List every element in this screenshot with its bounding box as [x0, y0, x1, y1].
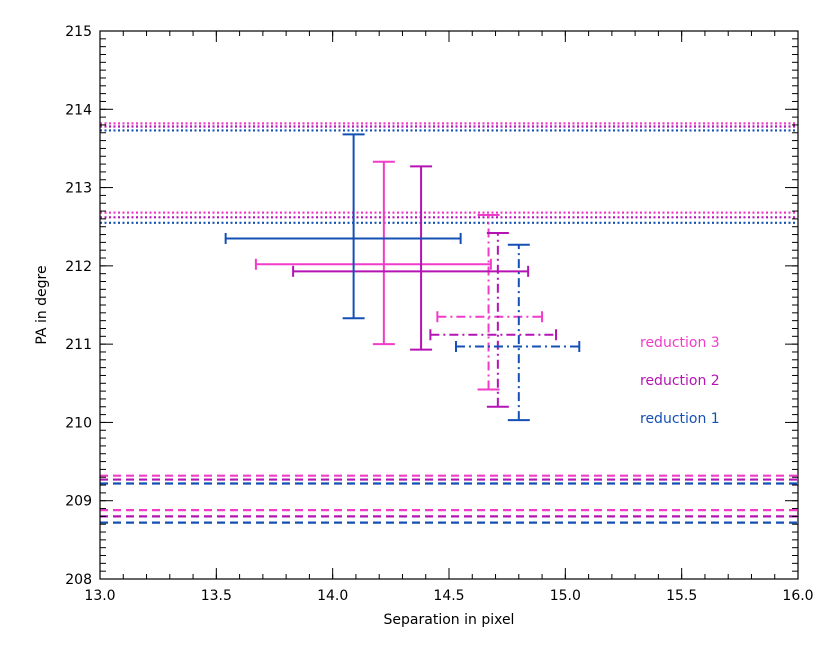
y-tick-label: 214: [65, 102, 92, 118]
legend: reduction 3 reduction 2 reduction 1: [640, 335, 720, 427]
x-tick-label: 14.0: [317, 588, 348, 604]
x-tick-label: 13.0: [84, 588, 115, 604]
error-bars: [224, 133, 581, 422]
reference-lines: [100, 122, 798, 524]
x-tick-label: 15.5: [666, 588, 697, 604]
x-axis-label: Separation in pixel: [384, 612, 515, 628]
y-tick-label: 208: [65, 572, 92, 588]
legend-entry: reduction 3: [640, 335, 720, 351]
x-tick-label: 14.5: [433, 588, 464, 604]
y-tick-label: 215: [65, 24, 92, 40]
y-axis-label: PA in degre: [34, 265, 50, 344]
y-tick-label: 213: [65, 181, 92, 197]
y-tick-label: 210: [65, 415, 92, 431]
legend-entry: reduction 1: [640, 411, 720, 427]
legend-entry: reduction 2: [640, 373, 720, 389]
x-tick-label: 15.0: [550, 588, 581, 604]
y-tick-label: 211: [65, 337, 92, 353]
y-tick-label: 209: [65, 494, 92, 510]
axis-ticks: [99, 30, 799, 580]
tick-labels: 13.0 13.5 14.0 14.5 15.0 15.5 16.0 208 209 210 211…: [65, 24, 813, 604]
x-tick-label: 16.0: [782, 588, 813, 604]
y-tick-label: 212: [65, 259, 92, 275]
plot-frame: [99, 30, 799, 580]
x-tick-label: 13.5: [201, 588, 232, 604]
